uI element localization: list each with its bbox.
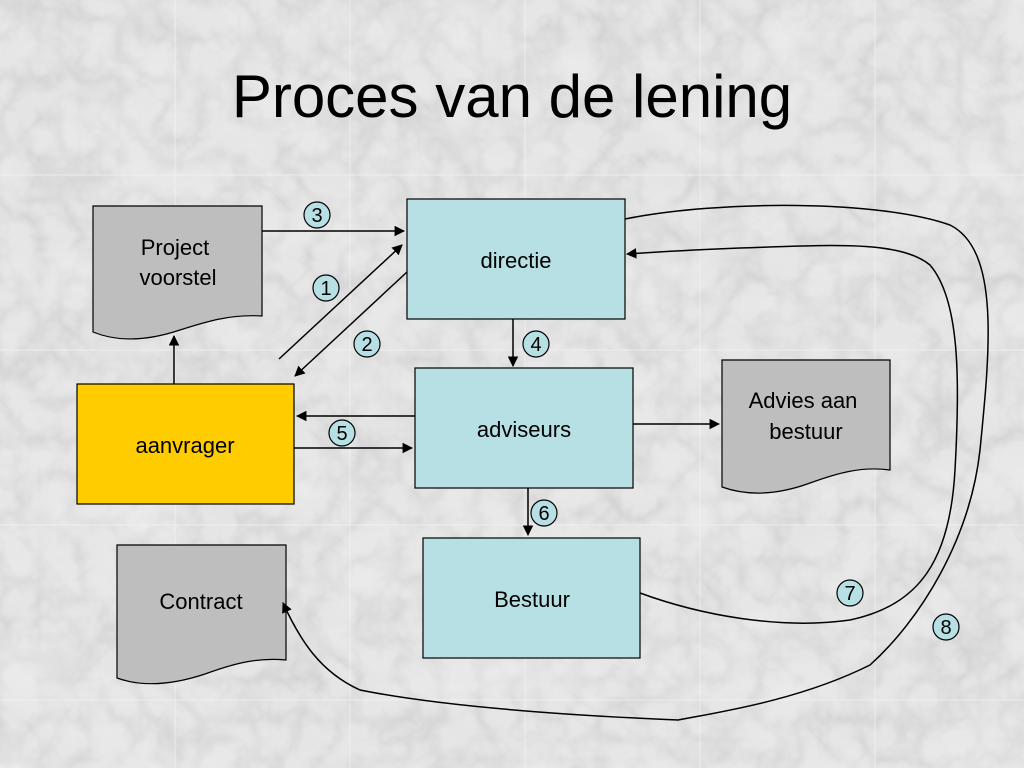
step-circle-4: 4 [522, 330, 550, 358]
aanvrager-box: aanvrager [76, 383, 295, 505]
slide-title: Proces van de lening [231, 63, 793, 130]
adviseurs-box: adviseurs [414, 367, 634, 489]
step-3-number: 3 [311, 205, 322, 227]
step-1-number: 1 [320, 278, 331, 300]
advies-aan-bestuur-label-line1: Advies aan [749, 388, 858, 413]
contract-label: Contract [159, 589, 242, 614]
step-4-number: 4 [530, 334, 541, 356]
step-circle-2: 2 [353, 330, 381, 358]
arrow-1-aanvrager-to-directie [278, 244, 403, 360]
contract-document: Contract [116, 544, 287, 685]
advies-aan-bestuur-label-line2: bestuur [769, 419, 842, 444]
bestuur-box: Bestuur [422, 537, 641, 659]
step-6-number: 6 [538, 503, 549, 525]
aanvrager-label: aanvrager [135, 433, 234, 458]
advies-aan-bestuur-document: Advies aan bestuur [721, 359, 891, 494]
directie-label: directie [481, 248, 552, 273]
step-7-number: 7 [844, 583, 855, 605]
arrow-8-directie-to-contract [282, 204, 989, 721]
step-circle-6: 6 [530, 499, 558, 527]
step-8-number: 8 [940, 617, 951, 639]
directie-box: directie [406, 198, 626, 320]
project-voorstel-document: Project voorstel [92, 205, 263, 340]
bestuur-label: Bestuur [494, 587, 570, 612]
adviseurs-label: adviseurs [477, 417, 571, 442]
step-circle-5: 5 [328, 419, 356, 447]
step-2-number: 2 [361, 334, 372, 356]
project-voorstel-label-line1: Project [141, 235, 209, 260]
step-circle-3: 3 [303, 201, 331, 229]
step-circle-7: 7 [836, 579, 864, 607]
arrow-2-directie-to-aanvrager [294, 271, 408, 377]
step-circle-8: 8 [932, 613, 960, 641]
step-circle-1: 1 [312, 274, 340, 302]
project-voorstel-label-line2: voorstel [139, 265, 216, 290]
step-5-number: 5 [336, 423, 347, 445]
arrow-7-bestuur-to-directie [625, 244, 959, 624]
